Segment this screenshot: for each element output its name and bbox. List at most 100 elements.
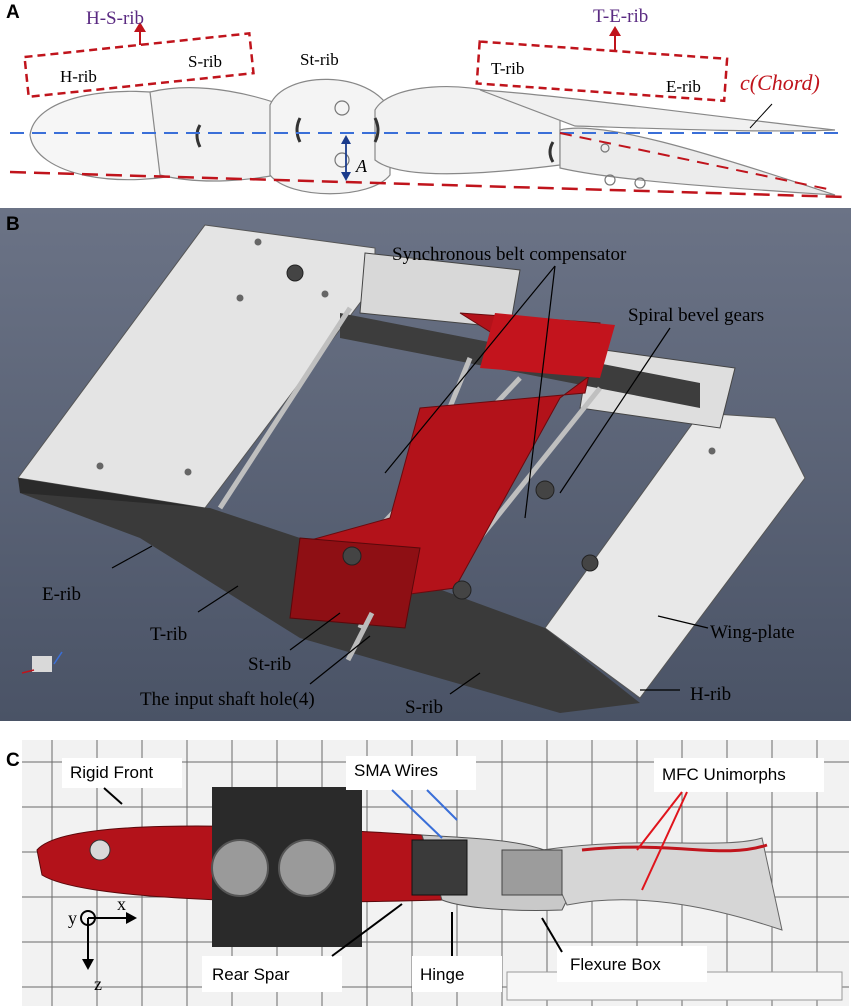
trailing-chord-line: [559, 132, 833, 191]
sync-belt-label: Synchronous belt compensator: [392, 244, 627, 265]
hs-rib-arrow-head: [134, 22, 146, 32]
panel-c-letter: C: [6, 750, 20, 771]
hole-4: [96, 462, 104, 470]
clamp-bolt-2: [278, 839, 336, 897]
hinge-part: [411, 839, 468, 896]
rigid-front-arrow: [103, 787, 123, 805]
chord-pointer: [749, 103, 773, 129]
gear-3: [535, 480, 555, 500]
shaft-3: [478, 386, 602, 540]
panel-c-photo: Rigid Front SMA Wires MFC Unimorphs Rear…: [22, 740, 849, 1006]
pin-3: [604, 174, 616, 186]
st-rib-leader: [289, 612, 341, 651]
t-rib-leader: [197, 585, 239, 613]
te-rib-arrow-head: [609, 26, 621, 36]
hole-3: [321, 290, 329, 298]
wing-plate-label: Wing-plate: [710, 622, 795, 643]
joint-1: [195, 124, 202, 148]
spiral-bevel-label: Spiral bevel gears: [628, 305, 764, 326]
central-beam-top: [480, 313, 615, 378]
spiral-bevel-leader: [559, 327, 671, 494]
joint-2: [295, 117, 302, 143]
mfc-arrow-2: [641, 791, 688, 891]
z-axis-head: [82, 959, 94, 970]
joint-4: [548, 141, 555, 163]
s-rib-label-b: S-rib: [405, 697, 443, 718]
st-rib-plate: [289, 537, 421, 629]
st-rib-shape: [269, 78, 391, 195]
hole-6: [708, 447, 716, 455]
st-rib-label-b: St-rib: [248, 654, 291, 675]
input-shaft-leader: [309, 635, 371, 685]
e-rib-shape-upper: [479, 89, 836, 132]
axes-triad-icon: [21, 651, 63, 674]
input-shaft-label: The input shaft hole(4): [140, 689, 315, 710]
rigid-front-label: Rigid Front: [70, 763, 153, 782]
input-shaft: [345, 611, 375, 662]
s-rib-label: S-rib: [188, 52, 222, 71]
mfc-label-box: [654, 758, 824, 792]
hole-5: [184, 468, 192, 476]
wing-plate-leader: [657, 615, 709, 629]
te-rib-label: T-E-rib: [593, 6, 648, 27]
gear-5: [581, 554, 599, 572]
te-rib-box: [475, 40, 729, 103]
pin-1: [334, 100, 350, 116]
nose-hole: [89, 839, 111, 861]
e-rib-label-b: E-rib: [42, 584, 81, 605]
panel-b-diagram: Synchronous belt compensator Spiral beve…: [0, 208, 851, 721]
t-rib-label-b: T-rib: [150, 624, 187, 645]
axis-x-label: x: [117, 894, 126, 914]
axis-z-label: z: [94, 974, 102, 994]
hinge-label: Hinge: [420, 965, 464, 984]
flexure-box-label-box: [557, 946, 707, 982]
mfc-label: MFC Unimorphs: [662, 765, 786, 784]
sync-belt-leader-2: [524, 265, 556, 519]
chord-line-deflected: [9, 170, 846, 199]
gear-2: [452, 580, 472, 600]
pin-4: [634, 177, 646, 189]
airfoil-tail: [541, 837, 783, 931]
panel-b-letter: B: [6, 214, 20, 235]
chord-label: c(Chord): [740, 70, 820, 95]
sma-arrow-2: [426, 789, 458, 821]
joint-3: [373, 117, 380, 143]
h-rib-label-b: H-rib: [690, 684, 731, 705]
right-wing-plate: [544, 412, 806, 699]
hs-rib-box: [23, 32, 255, 99]
pin-5: [600, 143, 610, 153]
axis-y-label: y: [68, 908, 77, 928]
gear-1: [342, 546, 362, 566]
hole-1: [254, 238, 262, 246]
rear-spar-label: Rear Spar: [212, 965, 290, 984]
amplitude-arrow-head-top: [341, 135, 351, 144]
hinge-label-box: [412, 956, 502, 992]
sma-wires-label: SMA Wires: [354, 761, 438, 780]
amplitude-arrow-head-bottom: [341, 172, 351, 181]
gear-4: [286, 264, 304, 282]
x-axis-head: [126, 912, 137, 924]
hs-rib-label: H-S-rib: [86, 8, 144, 29]
hole-2: [236, 294, 244, 302]
st-rib-label: St-rib: [300, 50, 339, 69]
e-rib-leader: [111, 545, 153, 569]
h-rib-label: H-rib: [60, 67, 97, 86]
flexure-box-arrow: [541, 917, 563, 953]
t-rib-label: T-rib: [491, 59, 524, 78]
rear-spar-arrow: [331, 903, 403, 957]
flexure-box-part: [501, 849, 563, 896]
pin-2: [334, 152, 350, 168]
s-rib-leader: [449, 672, 481, 695]
amplitude-label: A: [355, 156, 368, 176]
mfc-arrow-1: [636, 791, 683, 851]
panel-a-letter: A: [6, 2, 20, 23]
sync-belt-leader-1: [384, 265, 556, 474]
sma-arrow-1: [391, 789, 443, 839]
e-rib-label: E-rib: [666, 77, 701, 96]
rigid-front-label-box: [62, 758, 182, 788]
coordinate-axes: [80, 910, 132, 965]
panel-a-diagram: H-S-rib H-rib S-rib St-rib T-E-rib T-rib…: [9, 6, 846, 199]
clamp-bolt-1: [211, 839, 269, 897]
sma-wires-label-box: [346, 756, 476, 790]
mfc-strip: [581, 843, 768, 853]
